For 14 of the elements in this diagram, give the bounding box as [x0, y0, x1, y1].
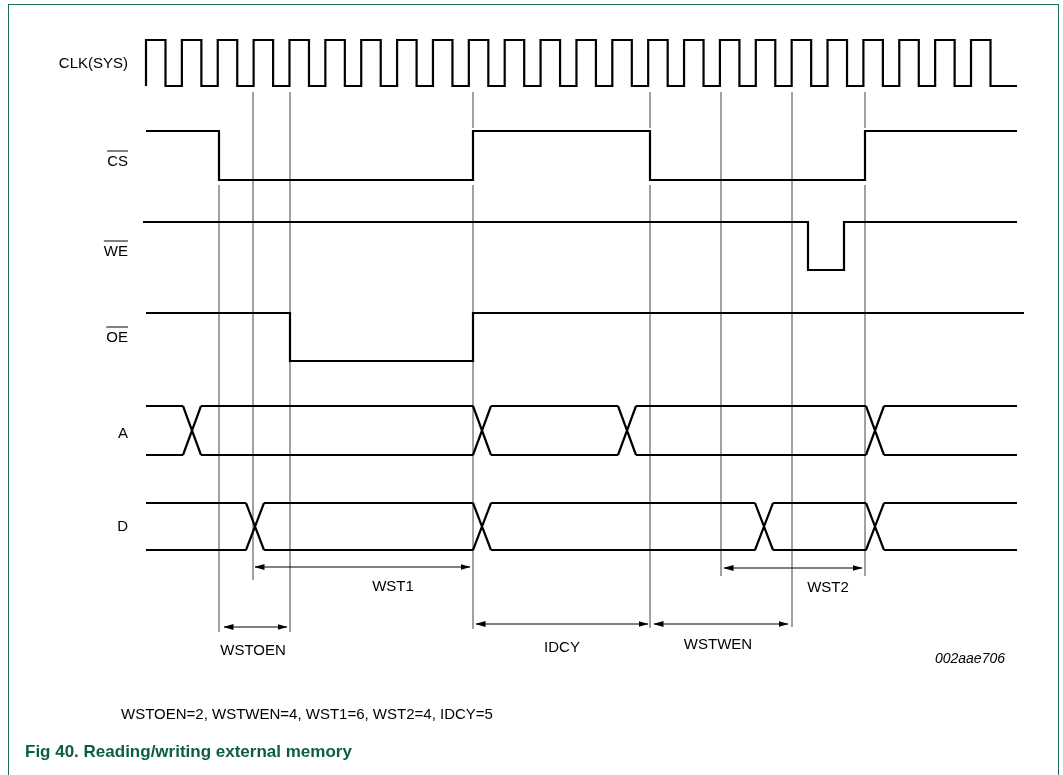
signal-label: CLK(SYS) — [58, 54, 128, 70]
signal-label: D — [117, 517, 128, 533]
parameter-note: WSTOEN=2, WSTWEN=4, WST1=6, WST2=4, IDCY=5 — [121, 705, 493, 721]
figure-caption: Fig 40. Reading/writing external memory — [25, 743, 352, 760]
dimension-label: WSTOEN — [220, 641, 286, 657]
dimension-label: IDCY — [544, 638, 580, 654]
dimension-label: WST1 — [372, 577, 414, 593]
figure-id: 002aae706 — [934, 651, 1005, 665]
signal-label: CS — [107, 152, 128, 168]
signal-label: A — [118, 424, 128, 440]
signal-label: OE — [106, 328, 128, 344]
signal-label: WE — [103, 242, 128, 258]
dimension-label: WSTWEN — [683, 635, 753, 651]
dimension-label: WST2 — [807, 578, 849, 594]
